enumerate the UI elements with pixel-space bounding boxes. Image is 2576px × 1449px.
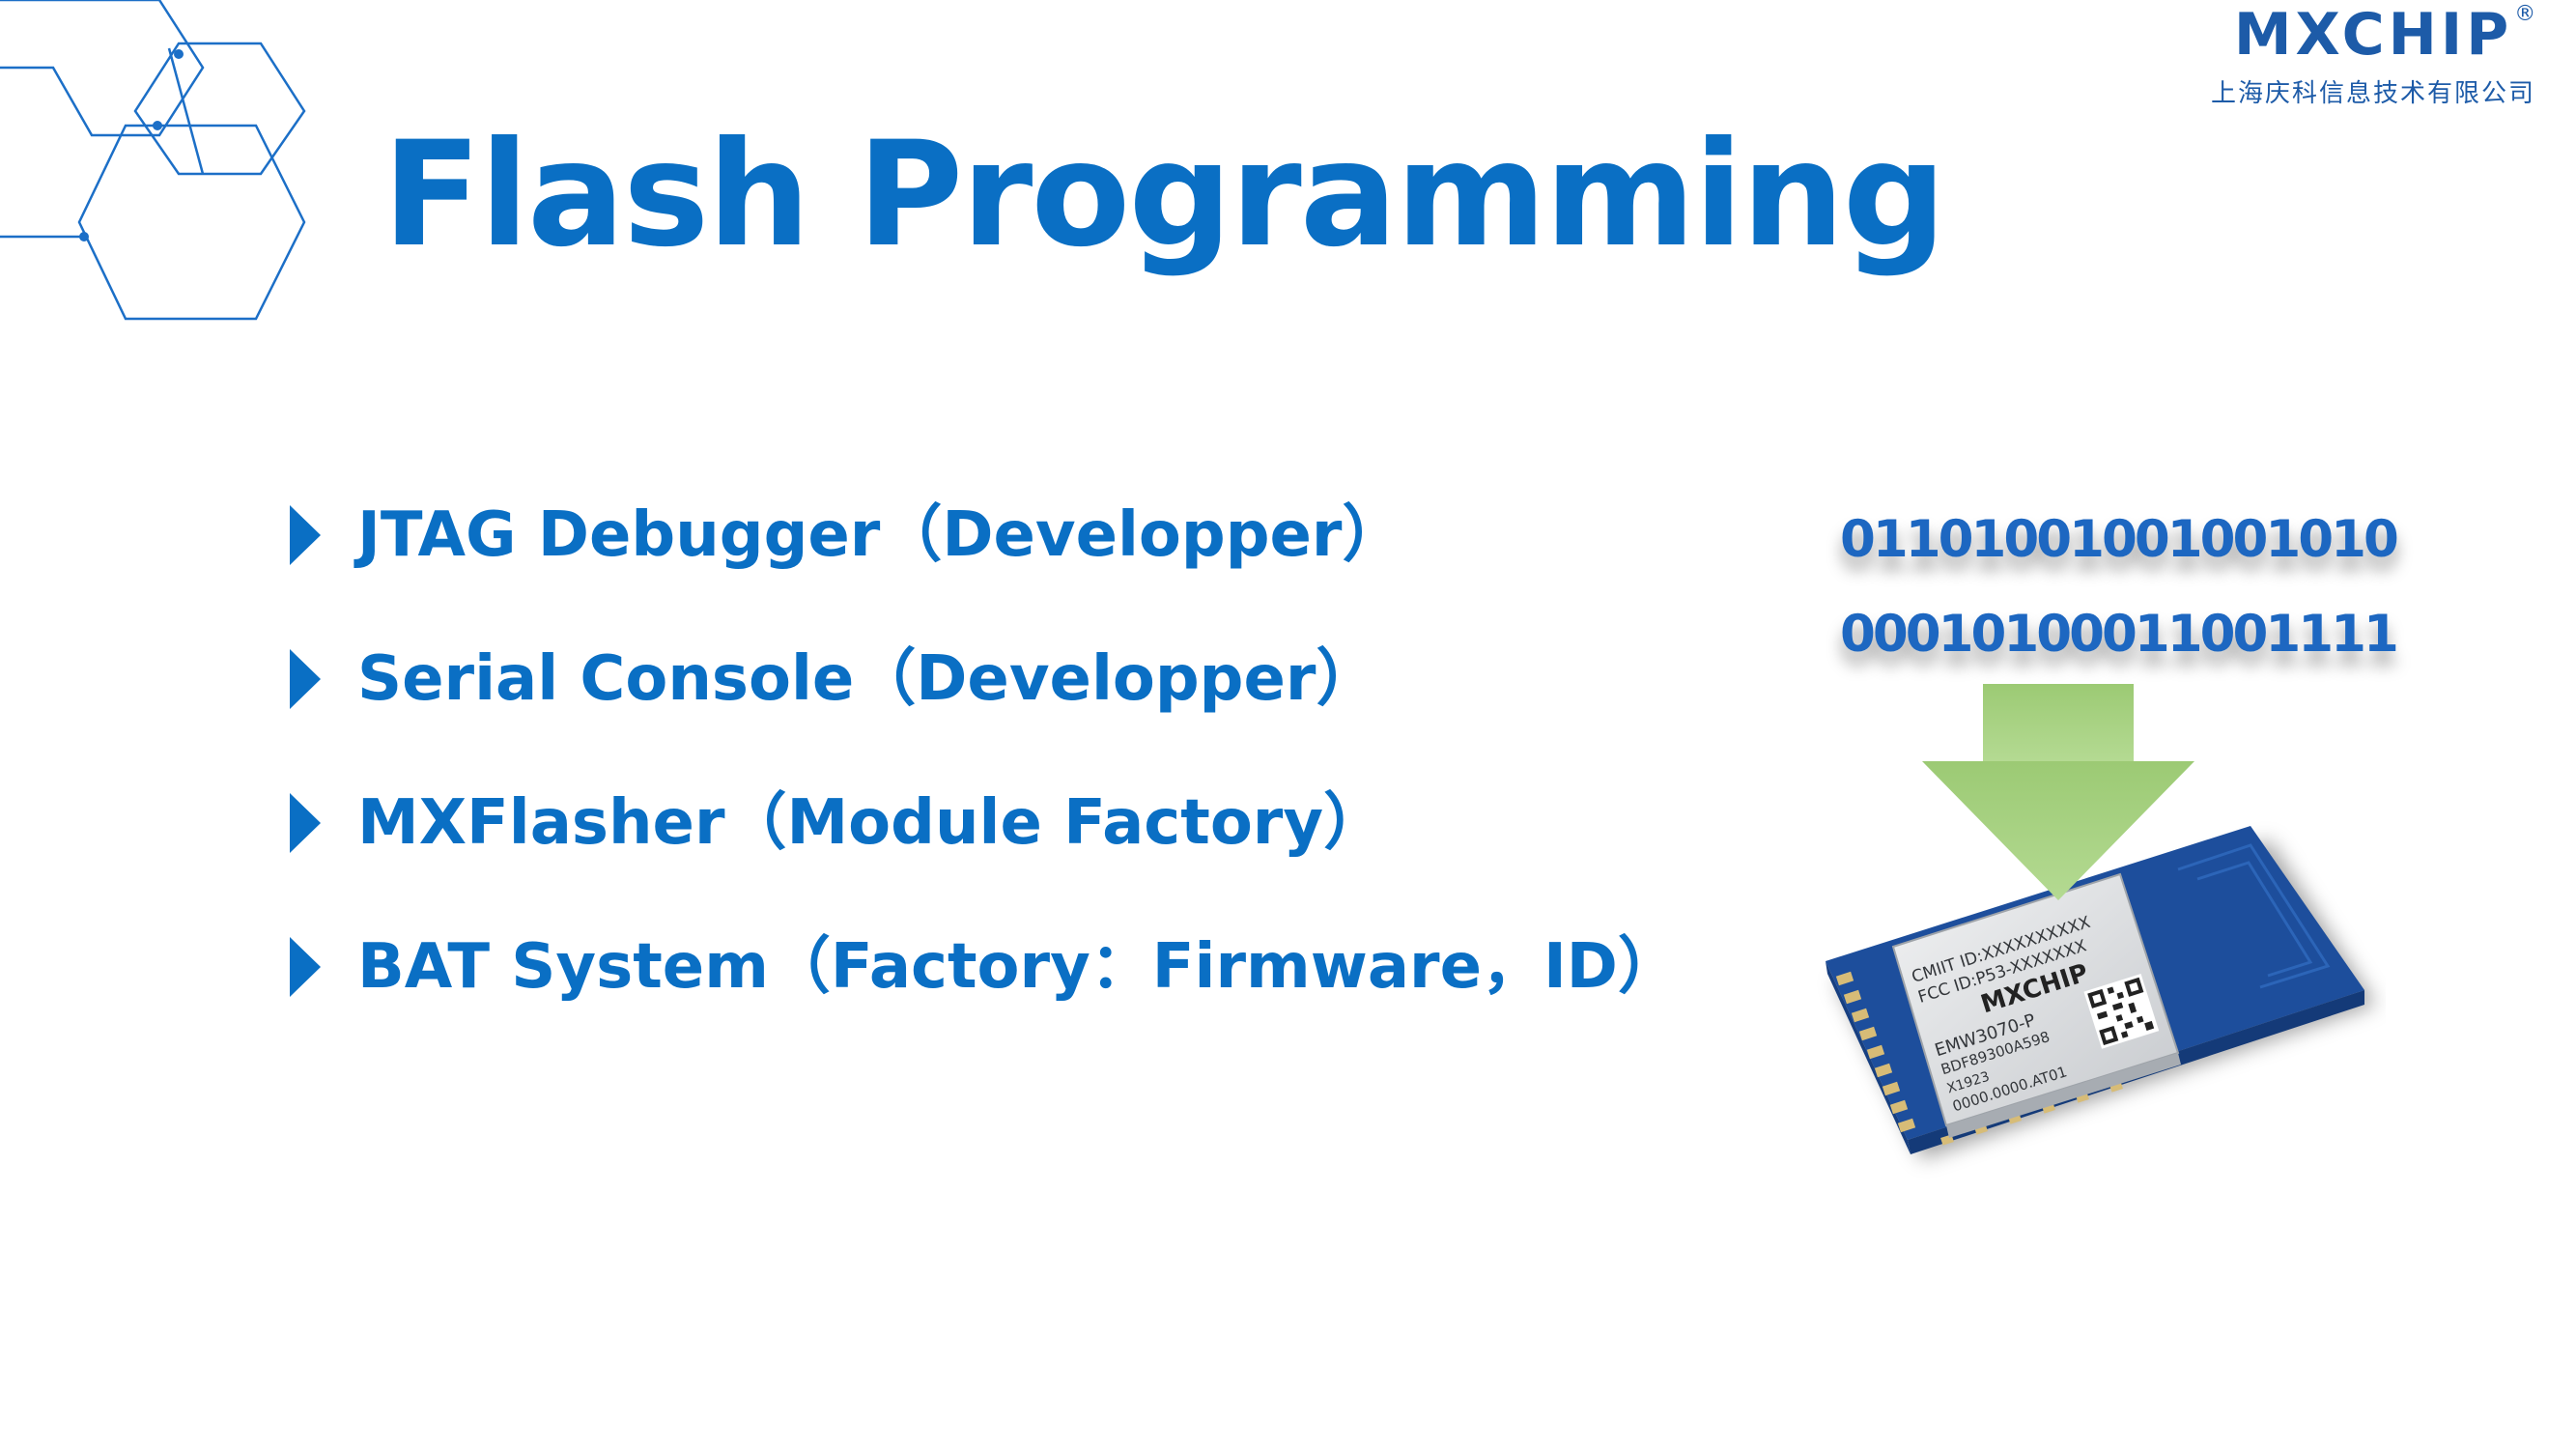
bullet-arrow-icon: [290, 937, 321, 997]
down-arrow-icon: [1922, 684, 2194, 900]
module-pads: [1835, 971, 2123, 1146]
bullet-text: Serial Console（Developper）: [357, 643, 1378, 715]
logo-wordmark: MXCHIP ®: [2234, 4, 2535, 65]
qr-code-icon: [2083, 974, 2160, 1049]
bullet-arrow-icon: [290, 505, 321, 565]
logo-company-name: 上海庆科信息技术有限公司: [2210, 79, 2535, 108]
wifi-module-illustration: CMIIT ID:XXXXXXXXXX FCC ID:P53-XXXXXXX M…: [1826, 684, 2376, 1159]
bullet-list: JTAG Debugger（Developper） Serial Console…: [290, 495, 1680, 1070]
slide-title: Flash Programming: [382, 111, 1946, 279]
module-shield: [1891, 872, 2181, 1138]
company-logo: MXCHIP ® 上海庆科信息技术有限公司: [2190, 4, 2557, 109]
bullet-item: MXFlasher（Module Factory）: [290, 782, 1680, 859]
bullet-item: Serial Console（Developper）: [290, 639, 1680, 715]
registered-mark: ®: [2514, 2, 2540, 26]
bullet-item: BAT System（Factory：Firmware，ID）: [290, 926, 1680, 1003]
logo-wordmark-text: MXCHIP: [2233, 1, 2513, 69]
hexagon-deco-icon: [0, 0, 306, 321]
bullet-text: JTAG Debugger（Developper）: [357, 499, 1404, 571]
bullet-item: JTAG Debugger（Developper）: [290, 495, 1680, 571]
binary-line: 00010100011001111: [1840, 605, 2399, 664]
bullet-arrow-icon: [290, 649, 321, 709]
bullet-text: BAT System（Factory：Firmware，ID）: [357, 931, 1680, 1003]
bullet-text: MXFlasher（Module Factory）: [357, 787, 1386, 859]
binary-data: 01101001001001010 00010100011001111: [1840, 510, 2399, 699]
bullet-arrow-icon: [290, 793, 321, 853]
binary-line: 01101001001001010: [1840, 510, 2399, 569]
